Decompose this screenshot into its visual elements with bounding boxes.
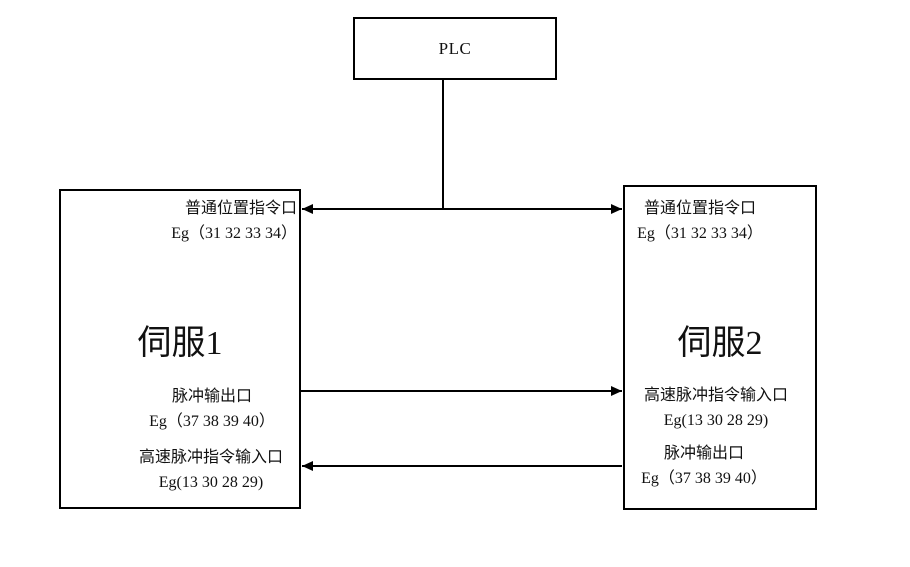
servo1-box [59, 189, 301, 509]
servo1-hs-pulse-in-port: 高速脉冲指令输入口 Eg(13 30 28 29) [111, 445, 311, 495]
servo2-position-cmd-port-pins: Eg（31 32 33 34） [637, 225, 763, 242]
servo1-position-cmd-port-pins: Eg（31 32 33 34） [171, 225, 297, 242]
arrowhead-left-icon [302, 204, 313, 214]
servo1-pulse-out-port-pins: Eg（37 38 39 40） [149, 413, 275, 430]
servo2-hs-pulse-in-port: 高速脉冲指令输入口 Eg(13 30 28 29) [626, 383, 806, 433]
plc-box: PLC [353, 17, 557, 80]
arrowhead-right-icon [611, 386, 622, 396]
plc-drop-line [442, 80, 444, 210]
servo2-hs-pulse-in-port-name: 高速脉冲指令输入口 [643, 387, 788, 404]
servo1-hs-pulse-in-port-name: 高速脉冲指令输入口 [138, 449, 283, 466]
servo1-pulse-out-port-name: 脉冲输出口 [171, 388, 252, 405]
arrow-shaft [302, 465, 622, 467]
servo2-box [623, 185, 817, 510]
servo1-hs-pulse-in-port-pins: Eg(13 30 28 29) [158, 474, 264, 491]
plc-label: PLC [438, 38, 472, 58]
servo2-pulse-out-port-name: 脉冲输出口 [663, 445, 744, 462]
arrowhead-right-icon [611, 204, 622, 214]
servo2-hs-pulse-in-port-pins: Eg(13 30 28 29) [663, 412, 769, 429]
servo1-title: 伺服1 [137, 325, 223, 362]
servo2-pulse-out-port: 脉冲输出口 Eg（37 38 39 40） [629, 441, 779, 491]
servo1-position-cmd-port-name: 普通位置指令口 [184, 200, 297, 217]
servo2-position-cmd-port-name: 普通位置指令口 [643, 200, 756, 217]
arrowhead-left-icon [302, 461, 313, 471]
servo1-pulse-out-port: 脉冲输出口 Eg（37 38 39 40） [112, 384, 312, 434]
arrow-shaft [301, 390, 622, 392]
arrow-shaft [302, 208, 622, 210]
servo2-position-cmd-port: 普通位置指令口 Eg（31 32 33 34） [627, 196, 773, 246]
servo1-position-cmd-port: 普通位置指令口 Eg（31 32 33 34） [99, 196, 297, 246]
servo2-pulse-out-port-pins: Eg（37 38 39 40） [641, 470, 767, 487]
servo2-title: 伺服2 [677, 325, 763, 362]
